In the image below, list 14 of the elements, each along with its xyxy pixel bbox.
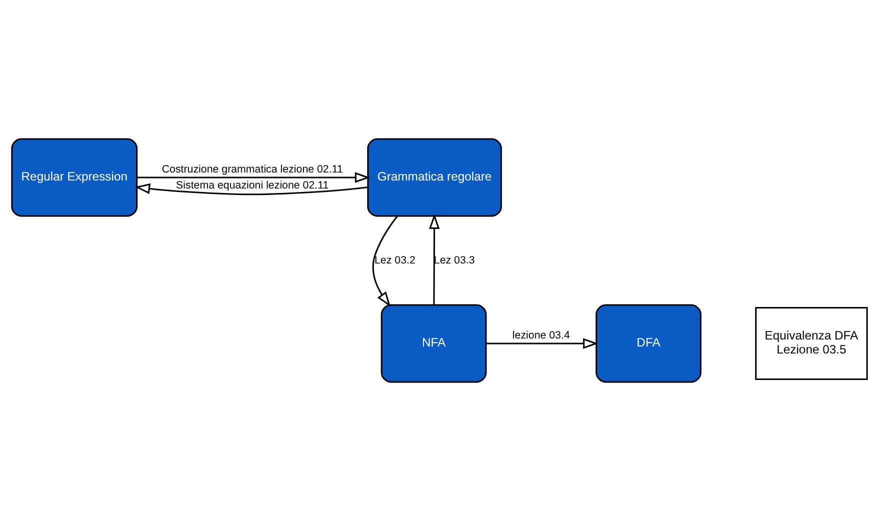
edge-label: lezione 03.4 [512, 329, 570, 342]
node-box: Grammatica regolare [367, 138, 502, 217]
node-box: Equivalenza DFA Lezione 03.5 [755, 306, 868, 380]
arrow [486, 338, 598, 349]
edge-label: Sistema equazioni lezione 02.11 [176, 179, 329, 192]
edge-label: Costruzione grammatica lezione 02.11 [162, 163, 343, 176]
node-box: NFA [380, 304, 487, 383]
node-box: DFA [596, 304, 702, 383]
arrow [428, 214, 440, 305]
edge-label: Lez 03.2 [374, 254, 416, 266]
node-box: Regular Expression [11, 138, 138, 217]
arrow [372, 216, 398, 307]
arrow [136, 172, 370, 183]
arrow [134, 183, 368, 196]
